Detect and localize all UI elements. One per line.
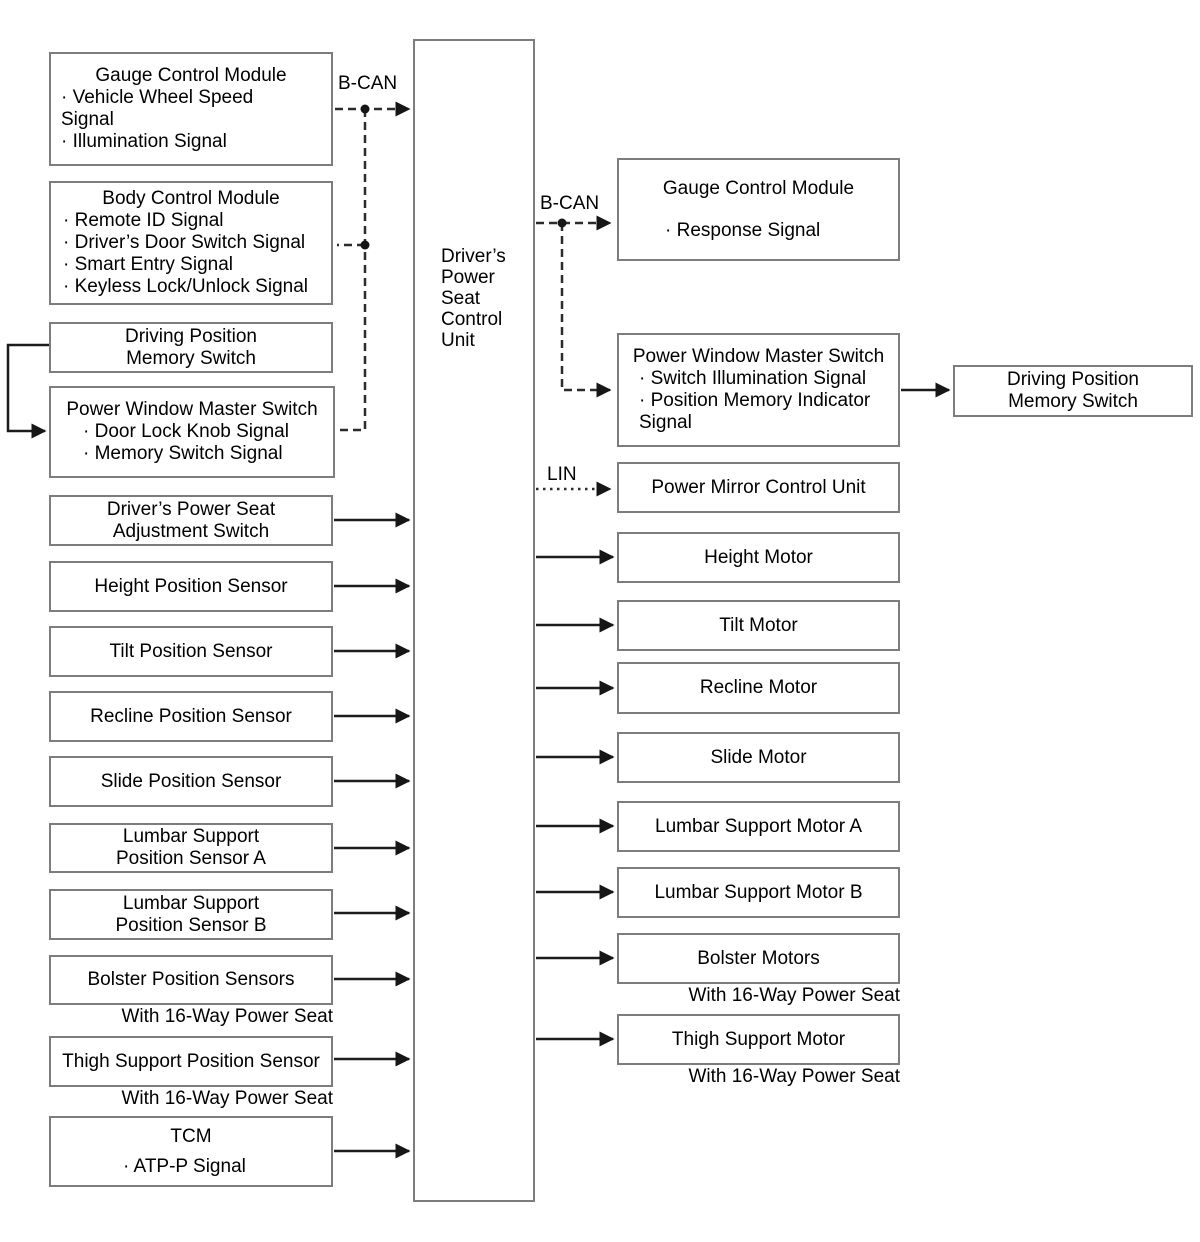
signal-item: · Door Lock Knob Signal — [83, 421, 289, 442]
node-signal-list: · Vehicle Wheel Speed Signal · Illuminat… — [51, 87, 331, 153]
node-signal-list: · Remote ID Signal · Driver’s Door Switc… — [51, 210, 331, 298]
node-power-window-master-switch-in: Power Window Master Switch · Door Lock K… — [49, 386, 335, 478]
node-title: Lumbar Support Motor B — [654, 881, 863, 903]
signal-item: · Position Memory Indicator Signal — [639, 390, 871, 433]
node-lumbar-support-position-sensor-b: Lumbar Support Position Sensor B — [49, 889, 333, 940]
node-bolster-motors: Bolster Motors — [617, 933, 900, 984]
node-signal-list: · ATP-P Signal — [51, 1156, 331, 1178]
node-thigh-support-position-sensor: Thigh Support Position Sensor — [49, 1036, 333, 1087]
node-gauge-control-module-in: Gauge Control Module · Vehicle Wheel Spe… — [49, 52, 333, 166]
node-power-mirror-control-unit: Power Mirror Control Unit — [617, 462, 900, 513]
node-title: Power Mirror Control Unit — [651, 476, 866, 498]
signal-item: · Keyless Lock/Unlock Signal — [63, 276, 308, 297]
bcan-junction-dot — [360, 104, 370, 114]
signal-item: · Switch Illumination Signal — [639, 368, 867, 389]
node-thigh-support-motor: Thigh Support Motor — [617, 1014, 900, 1065]
caption-with-16-way-power-seat: With 16-Way Power Seat — [688, 1066, 900, 1087]
caption-with-16-way-power-seat: With 16-Way Power Seat — [688, 985, 900, 1006]
node-title: Height Position Sensor — [94, 575, 288, 597]
node-slide-position-sensor: Slide Position Sensor — [49, 756, 333, 807]
node-height-motor: Height Motor — [617, 532, 900, 583]
node-title: Tilt Motor — [719, 614, 798, 636]
signal-item: · Vehicle Wheel Speed Signal — [61, 87, 254, 130]
node-slide-motor: Slide Motor — [617, 732, 900, 783]
node-title: Lumbar Support Motor A — [655, 815, 862, 837]
node-lumbar-support-motor-b: Lumbar Support Motor B — [617, 867, 900, 918]
node-title: Thigh Support Position Sensor — [62, 1050, 320, 1072]
node-title: Slide Motor — [710, 746, 807, 768]
node-title: Gauge Control Module — [662, 177, 855, 199]
node-title: Recline Position Sensor — [90, 705, 292, 727]
node-height-position-sensor: Height Position Sensor — [49, 561, 333, 612]
node-title: TCM — [170, 1125, 212, 1147]
node-drivers-power-seat-control-unit: Driver’s Power Seat Control Unit — [413, 39, 535, 1202]
node-body-control-module: Body Control Module · Remote ID Signal ·… — [49, 181, 333, 305]
b-can-bus-left — [335, 101, 411, 432]
node-gauge-control-module-out: Gauge Control Module · Response Signal — [617, 158, 900, 261]
node-title: Slide Position Sensor — [100, 770, 282, 792]
node-title: Body Control Module — [102, 188, 280, 209]
signal-item: · Memory Switch Signal — [83, 443, 283, 464]
signal-item: · ATP-P Signal — [123, 1155, 246, 1177]
node-tcm: TCM · ATP-P Signal — [49, 1116, 333, 1187]
node-title: Lumbar Support Position Sensor B — [115, 892, 267, 936]
node-title: Driver’s Power Seat Adjustment Switch — [106, 498, 276, 542]
bcan-junction-dot — [360, 240, 370, 250]
node-title: Recline Motor — [699, 677, 818, 698]
node-bolster-position-sensors: Bolster Position Sensors — [49, 955, 333, 1005]
node-title: Driving Position Memory Switch — [125, 325, 257, 369]
node-lumbar-support-position-sensor-a: Lumbar Support Position Sensor A — [49, 823, 333, 873]
dashed-arrow-unit-to-master-switch — [560, 223, 612, 398]
node-title: Power Window Master Switch — [632, 346, 885, 367]
node-title: Driver’s Power Seat Control Unit — [441, 246, 506, 351]
node-tilt-motor: Tilt Motor — [617, 600, 900, 651]
bus-label-lin: LIN — [547, 464, 577, 485]
node-drivers-power-seat-adjustment-switch: Driver’s Power Seat Adjustment Switch — [49, 495, 333, 546]
node-title: Bolster Motors — [697, 947, 820, 969]
node-title: Height Motor — [704, 546, 813, 568]
dashed-bcan-trunk-left — [337, 109, 367, 432]
node-signal-list: · Switch Illumination Signal · Position … — [619, 368, 898, 434]
signal-item: · Driver’s Door Switch Signal — [63, 232, 306, 253]
node-title: Thigh Support Motor — [671, 1028, 846, 1050]
signal-item: · Response Signal — [665, 219, 821, 241]
node-signal-list: · Response Signal — [619, 220, 898, 242]
node-title: Tilt Position Sensor — [109, 640, 273, 662]
node-driving-position-memory-switch-out: Driving Position Memory Switch — [953, 365, 1193, 417]
caption-with-16-way-power-seat: With 16-Way Power Seat — [121, 1088, 333, 1109]
bcan-junction-dot — [557, 218, 567, 228]
caption-with-16-way-power-seat: With 16-Way Power Seat — [121, 1006, 333, 1027]
node-signal-list: · Door Lock Knob Signal · Memory Switch … — [51, 421, 333, 465]
node-recline-position-sensor: Recline Position Sensor — [49, 691, 333, 742]
node-title: Lumbar Support Position Sensor A — [116, 826, 266, 869]
node-title: Driving Position Memory Switch — [1007, 369, 1139, 412]
node-title: Power Window Master Switch — [66, 399, 318, 420]
node-tilt-position-sensor: Tilt Position Sensor — [49, 626, 333, 677]
node-lumbar-support-motor-a: Lumbar Support Motor A — [617, 801, 900, 852]
arrow-memory-switch-to-master-switch — [6, 343, 49, 439]
bus-label-b-can-right: B-CAN — [540, 193, 600, 214]
bus-label-b-can-left: B-CAN — [338, 73, 398, 94]
signal-item: · Remote ID Signal — [63, 210, 224, 231]
node-title: Gauge Control Module — [95, 65, 287, 86]
b-can-bus-right — [536, 215, 612, 398]
node-power-window-master-switch-out: Power Window Master Switch · Switch Illu… — [617, 333, 900, 447]
signal-item: · Illumination Signal — [61, 131, 227, 152]
node-driving-position-memory-switch-in: Driving Position Memory Switch — [49, 322, 333, 373]
signal-item: · Smart Entry Signal — [63, 254, 233, 275]
node-recline-motor: Recline Motor — [617, 662, 900, 714]
node-title: Bolster Position Sensors — [87, 969, 295, 990]
